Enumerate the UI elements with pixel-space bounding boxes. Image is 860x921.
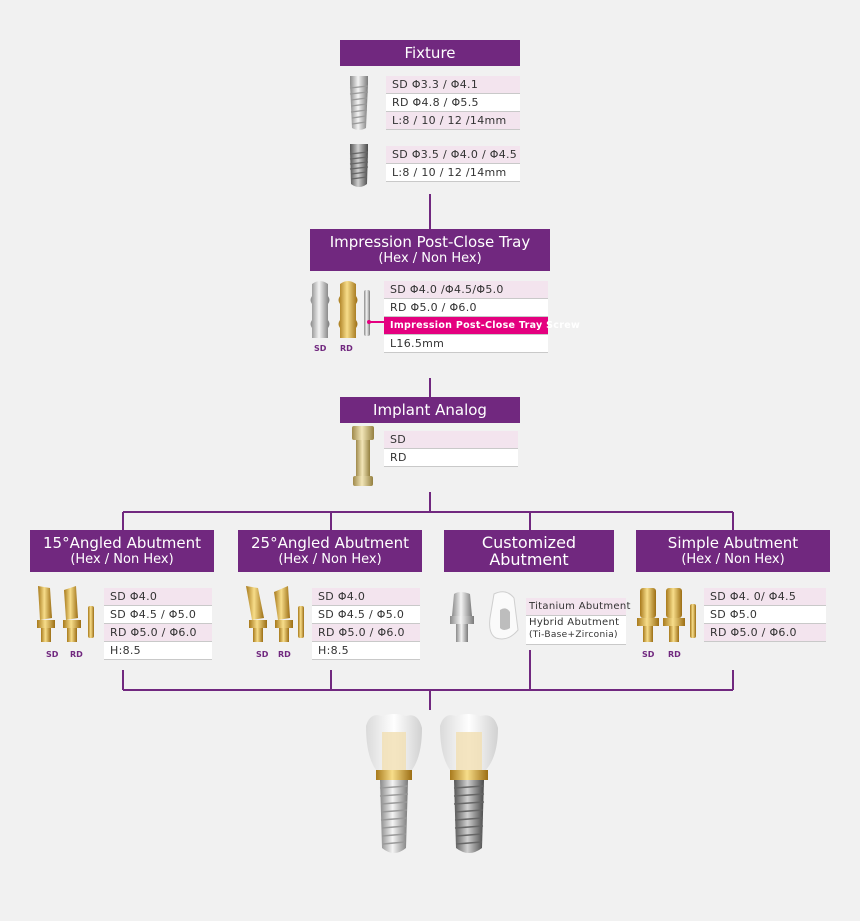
fixture-spec-table-1: SD Φ3.3 / Φ4.1 RD Φ4.8 / Φ5.5 L:8 / 10 /… <box>386 76 520 130</box>
simple-abutment-subtitle: (Hex / Non Hex) <box>681 552 785 567</box>
label-rd: RD <box>668 650 681 659</box>
angled-25-subtitle: (Hex / Non Hex) <box>278 552 382 567</box>
label-rd: RD <box>340 344 353 353</box>
fixture-header: Fixture <box>340 40 520 66</box>
spec-row: SD Φ3.5 / Φ4.0 / Φ4.5 <box>386 146 520 164</box>
spec-row: SD Φ4.0 /Φ4.5/Φ5.0 <box>384 281 548 299</box>
spec-row: RD <box>384 449 518 467</box>
spec-row: SD Φ4.0 <box>104 588 212 606</box>
simple-abutment-title: Simple Abutment <box>667 534 799 552</box>
spec-row: SD Φ4.5 / Φ5.0 <box>312 606 420 624</box>
angled-25-abutment-image <box>246 586 304 642</box>
impression-post-image <box>310 281 370 338</box>
hybrid-abutment-row: Hybrid Abutment (Ti-Base+Zirconia) <box>526 616 626 645</box>
angled-25-spec-table: SD Φ4.0 SD Φ4.5 / Φ5.0 RD Φ5.0 / Φ6.0 H:… <box>312 588 420 660</box>
hybrid-abutment-label: Hybrid Abutment <box>529 617 620 628</box>
angled-15-abutment-image <box>37 586 94 642</box>
spec-row: RD Φ5.0 / Φ6.0 <box>312 624 420 642</box>
hybrid-abutment-sublabel: (Ti-Base+Zirconia) <box>529 630 618 640</box>
customized-abutment-image <box>450 591 519 642</box>
restored-implant-crowns-image <box>366 714 498 853</box>
angled-25-header: 25°Angled Abutment (Hex / Non Hex) <box>238 530 422 572</box>
spec-row: RD Φ5.0 / Φ6.0 <box>384 299 548 317</box>
angled-15-header: 15°Angled Abutment (Hex / Non Hex) <box>30 530 214 572</box>
spec-row: SD Φ4.5 / Φ5.0 <box>104 606 212 624</box>
customized-abutment-header: Customized Abutment <box>444 530 614 572</box>
spec-row: RD Φ4.8 / Φ5.5 <box>386 94 520 112</box>
spec-row: L:8 / 10 / 12 /14mm <box>386 164 520 182</box>
customized-spec-table: Titanium Abutment Hybrid Abutment (Ti-Ba… <box>526 598 630 645</box>
spec-row: SD Φ3.3 / Φ4.1 <box>386 76 520 94</box>
fixture-implant-image-2 <box>349 144 369 187</box>
spec-row: L:8 / 10 / 12 /14mm <box>386 112 520 130</box>
spec-row: L16.5mm <box>384 335 548 353</box>
spec-row: SD Φ4. 0/ Φ4.5 <box>704 588 826 606</box>
spec-row: H:8.5 <box>312 642 420 660</box>
label-rd: RD <box>70 650 83 659</box>
customized-title-line-2: Abutment <box>489 550 569 569</box>
spec-row: SD Φ4.0 <box>312 588 420 606</box>
label-rd: RD <box>278 650 291 659</box>
spec-row: SD <box>384 431 518 449</box>
impression-post-title: Impression Post-Close Tray <box>329 233 531 251</box>
spec-row: SD Φ5.0 <box>704 606 826 624</box>
spec-row: RD Φ5.0 / Φ6.0 <box>704 624 826 642</box>
implant-analog-title: Implant Analog <box>373 400 487 419</box>
fixture-title: Fixture <box>404 43 456 62</box>
label-sd: SD <box>256 650 269 659</box>
simple-spec-table: SD Φ4. 0/ Φ4.5 SD Φ5.0 RD Φ5.0 / Φ6.0 <box>704 588 826 642</box>
impression-spec-table: SD Φ4.0 /Φ4.5/Φ5.0 RD Φ5.0 / Φ6.0 Impres… <box>384 281 580 353</box>
simple-abutment-header: Simple Abutment (Hex / Non Hex) <box>636 530 830 572</box>
titanium-abutment-row: Titanium Abutment <box>526 598 630 616</box>
angled-15-title: 15°Angled Abutment <box>43 534 201 552</box>
implant-analog-spec-table: SD RD <box>384 431 518 467</box>
angled-15-subtitle: (Hex / Non Hex) <box>70 552 174 567</box>
impression-post-header: Impression Post-Close Tray (Hex / Non He… <box>310 229 550 271</box>
screw-label-badge: Impression Post-Close Tray Screw <box>384 317 580 335</box>
angled-15-spec-table: SD Φ4.0 SD Φ4.5 / Φ5.0 RD Φ5.0 / Φ6.0 H:… <box>104 588 212 660</box>
spec-row: RD Φ5.0 / Φ6.0 <box>104 624 212 642</box>
label-sd: SD <box>314 344 327 353</box>
fixture-implant-image-1 <box>349 76 369 130</box>
customized-title-line-1: Customized <box>481 533 577 552</box>
implant-analog-image <box>352 426 374 486</box>
label-sd: SD <box>642 650 655 659</box>
fixture-spec-table-2: SD Φ3.5 / Φ4.0 / Φ4.5 L:8 / 10 / 12 /14m… <box>386 146 520 182</box>
impression-post-subtitle: (Hex / Non Hex) <box>378 251 482 266</box>
screw-pointer-arrow <box>367 320 384 324</box>
angled-25-title: 25°Angled Abutment <box>251 534 409 552</box>
simple-abutment-image <box>637 588 696 642</box>
label-sd: SD <box>46 650 59 659</box>
spec-row: H:8.5 <box>104 642 212 660</box>
implant-analog-header: Implant Analog <box>340 397 520 423</box>
